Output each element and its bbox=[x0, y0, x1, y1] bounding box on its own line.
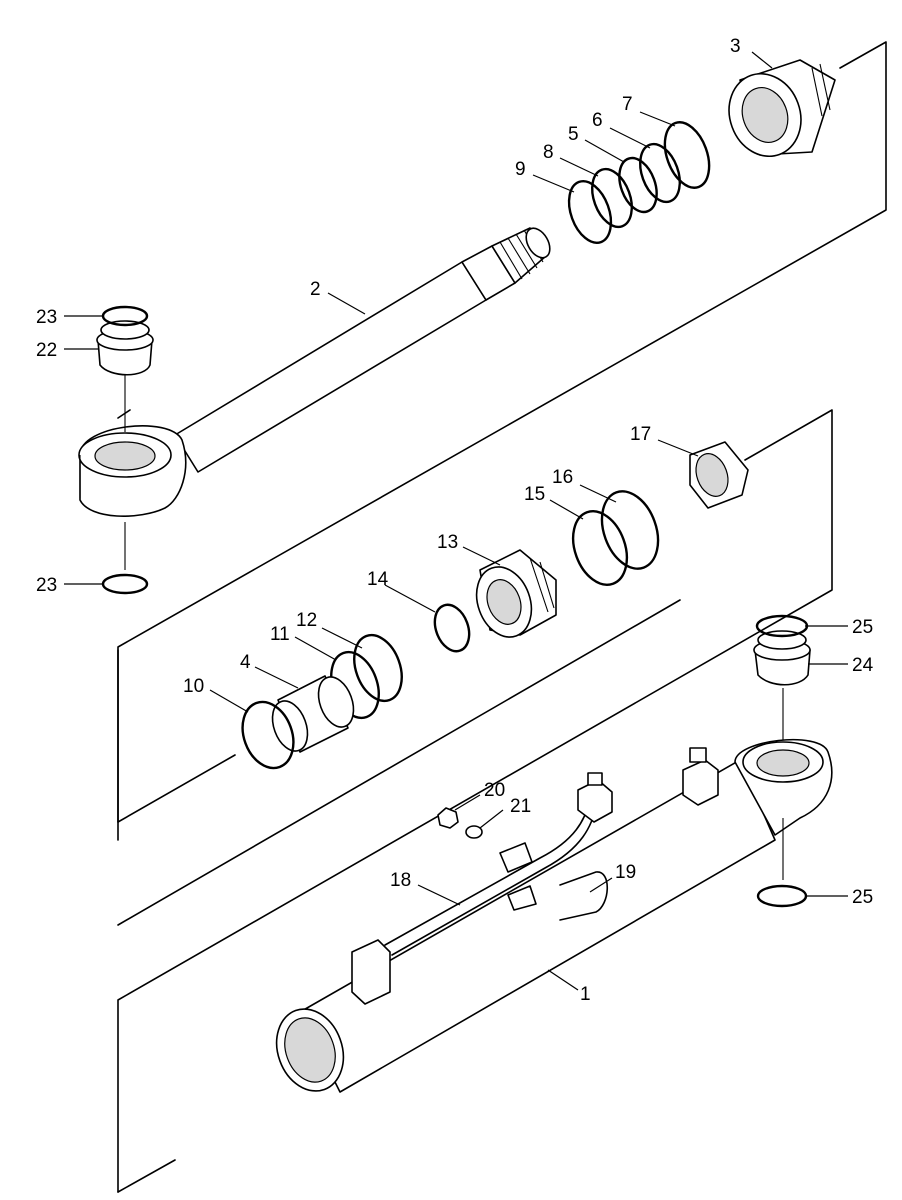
seal-5 bbox=[618, 156, 658, 214]
callout-11: 11 bbox=[270, 624, 290, 645]
ring-23-bottom bbox=[101, 573, 149, 595]
callout-24: 24 bbox=[852, 655, 874, 676]
nut-17 bbox=[689, 441, 749, 509]
panel-frame-bottom bbox=[117, 599, 681, 1193]
callout-8: 8 bbox=[543, 142, 554, 163]
ring-25-bottom bbox=[756, 884, 808, 908]
callout-23-top: 23 bbox=[36, 307, 57, 328]
seal-7 bbox=[663, 121, 711, 189]
bushing-22 bbox=[96, 320, 154, 376]
callout-2: 2 bbox=[310, 279, 321, 300]
callout-labels: 3 7 6 5 8 9 2 23 22 23 17 16 15 13 14 12… bbox=[36, 36, 874, 1005]
callout-5: 5 bbox=[568, 124, 579, 145]
panel-frame-middle bbox=[117, 409, 833, 1193]
callout-16: 16 bbox=[552, 467, 573, 488]
seal-12 bbox=[353, 633, 403, 703]
pipe-bracket-base bbox=[507, 885, 537, 911]
pipe-bracket bbox=[499, 842, 533, 873]
callout-25-top: 25 bbox=[852, 617, 873, 638]
bushing-24 bbox=[753, 630, 811, 686]
callout-20: 20 bbox=[484, 780, 505, 801]
callout-18: 18 bbox=[390, 870, 411, 891]
pipe-18 bbox=[384, 772, 613, 956]
piston-rod bbox=[78, 227, 551, 517]
piston-13 bbox=[475, 549, 557, 638]
callout-10: 10 bbox=[183, 676, 204, 697]
callout-15: 15 bbox=[524, 484, 545, 505]
nut-20 bbox=[437, 807, 459, 829]
seal-8 bbox=[591, 167, 633, 229]
callout-23-bottom: 23 bbox=[36, 575, 57, 596]
seal-9 bbox=[567, 180, 613, 244]
callout-19: 19 bbox=[615, 862, 636, 883]
wear-ring-16 bbox=[600, 490, 660, 570]
washer-21 bbox=[465, 825, 483, 839]
cylinder-head bbox=[728, 59, 836, 158]
wear-ring-15 bbox=[571, 510, 629, 586]
u-bolt-19 bbox=[559, 871, 608, 921]
callout-14: 14 bbox=[367, 569, 389, 590]
o-ring-14 bbox=[433, 603, 471, 653]
callout-6: 6 bbox=[592, 110, 603, 131]
callout-25-bottom: 25 bbox=[852, 887, 873, 908]
callout-9: 9 bbox=[515, 159, 526, 180]
callout-3: 3 bbox=[730, 36, 741, 57]
callout-22: 22 bbox=[36, 340, 57, 361]
callout-4: 4 bbox=[240, 652, 251, 673]
spacer-4 bbox=[271, 675, 355, 753]
seal-6 bbox=[639, 142, 681, 204]
callout-12: 12 bbox=[296, 610, 317, 631]
callout-7: 7 bbox=[622, 94, 633, 115]
callout-13: 13 bbox=[437, 532, 458, 553]
callout-1: 1 bbox=[580, 984, 591, 1005]
callout-17: 17 bbox=[630, 424, 651, 445]
leader-lines bbox=[64, 51, 848, 991]
cylinder-tube bbox=[275, 738, 833, 1093]
o-ring-10 bbox=[241, 700, 295, 770]
callout-21: 21 bbox=[510, 796, 531, 817]
